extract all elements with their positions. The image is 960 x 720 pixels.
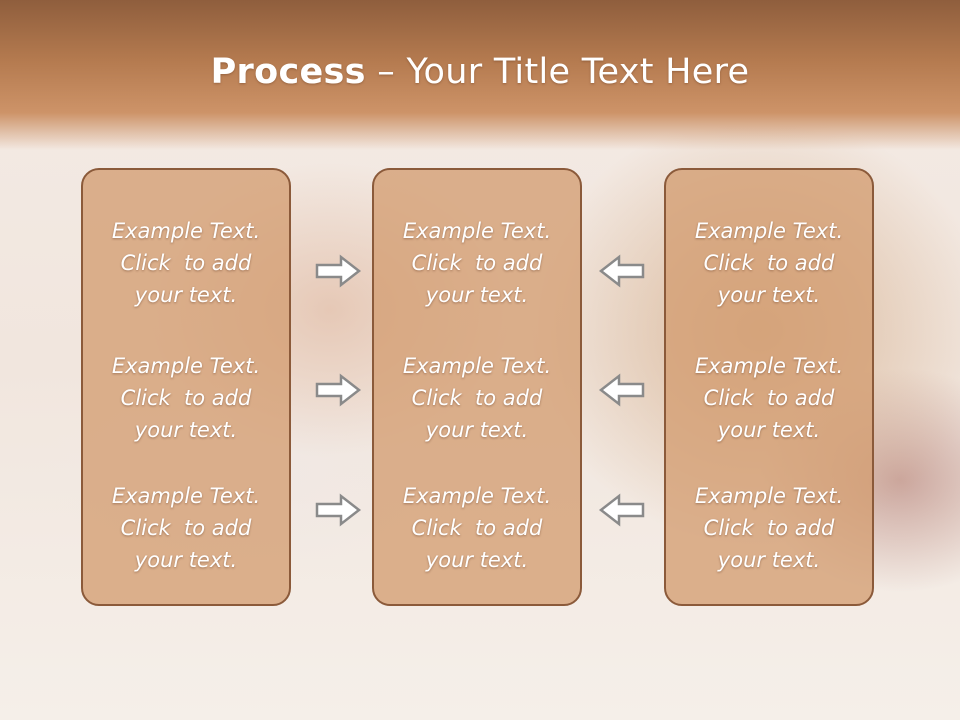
arrow-right-icon <box>314 254 362 288</box>
slide-title[interactable]: Process – Your Title Text Here <box>0 52 960 92</box>
text-line: your text. <box>425 418 529 442</box>
text-placeholder[interactable]: Example Text. Click to add your text. <box>666 215 872 311</box>
text-placeholder[interactable]: Example Text. Click to add your text. <box>83 480 289 576</box>
text-line: Example Text. <box>111 219 261 243</box>
arrow-right-icon <box>314 373 362 407</box>
text-line: Click to add <box>411 386 543 410</box>
arrow-left-icon <box>598 373 646 407</box>
arrow-left-icon <box>598 254 646 288</box>
text-line: Example Text. <box>402 354 552 378</box>
arrow-left-icon <box>598 493 646 527</box>
text-line: Example Text. <box>694 354 844 378</box>
text-line: your text. <box>134 418 238 442</box>
text-line: your text. <box>425 548 529 572</box>
text-placeholder[interactable]: Example Text. Click to add your text. <box>666 480 872 576</box>
text-placeholder[interactable]: Example Text. Click to add your text. <box>374 480 580 576</box>
text-line: Click to add <box>703 251 835 275</box>
text-line: your text. <box>717 418 821 442</box>
text-line: Click to add <box>411 516 543 540</box>
text-line: your text. <box>717 283 821 307</box>
text-line: Click to add <box>411 251 543 275</box>
left-panel: Example Text. Click to add your text. Ex… <box>81 168 291 606</box>
text-line: your text. <box>425 283 529 307</box>
text-placeholder[interactable]: Example Text. Click to add your text. <box>666 350 872 446</box>
text-line: Click to add <box>120 516 252 540</box>
middle-panel: Example Text. Click to add your text. Ex… <box>372 168 582 606</box>
right-panel: Example Text. Click to add your text. Ex… <box>664 168 874 606</box>
text-placeholder[interactable]: Example Text. Click to add your text. <box>374 215 580 311</box>
text-line: Click to add <box>703 516 835 540</box>
text-line: Example Text. <box>694 219 844 243</box>
text-line: Example Text. <box>402 219 552 243</box>
text-line: Example Text. <box>111 354 261 378</box>
text-line: Click to add <box>120 386 252 410</box>
text-line: your text. <box>134 283 238 307</box>
text-line: your text. <box>717 548 821 572</box>
text-placeholder[interactable]: Example Text. Click to add your text. <box>83 215 289 311</box>
text-line: Example Text. <box>111 484 261 508</box>
arrow-right-icon <box>314 493 362 527</box>
text-placeholder[interactable]: Example Text. Click to add your text. <box>83 350 289 446</box>
text-line: Example Text. <box>402 484 552 508</box>
text-placeholder[interactable]: Example Text. Click to add your text. <box>374 350 580 446</box>
text-line: your text. <box>134 548 238 572</box>
title-rest: – Your Title Text Here <box>365 52 750 92</box>
text-line: Click to add <box>703 386 835 410</box>
text-line: Example Text. <box>694 484 844 508</box>
title-bar <box>0 0 960 150</box>
text-line: Click to add <box>120 251 252 275</box>
title-bold: Process <box>210 52 366 92</box>
